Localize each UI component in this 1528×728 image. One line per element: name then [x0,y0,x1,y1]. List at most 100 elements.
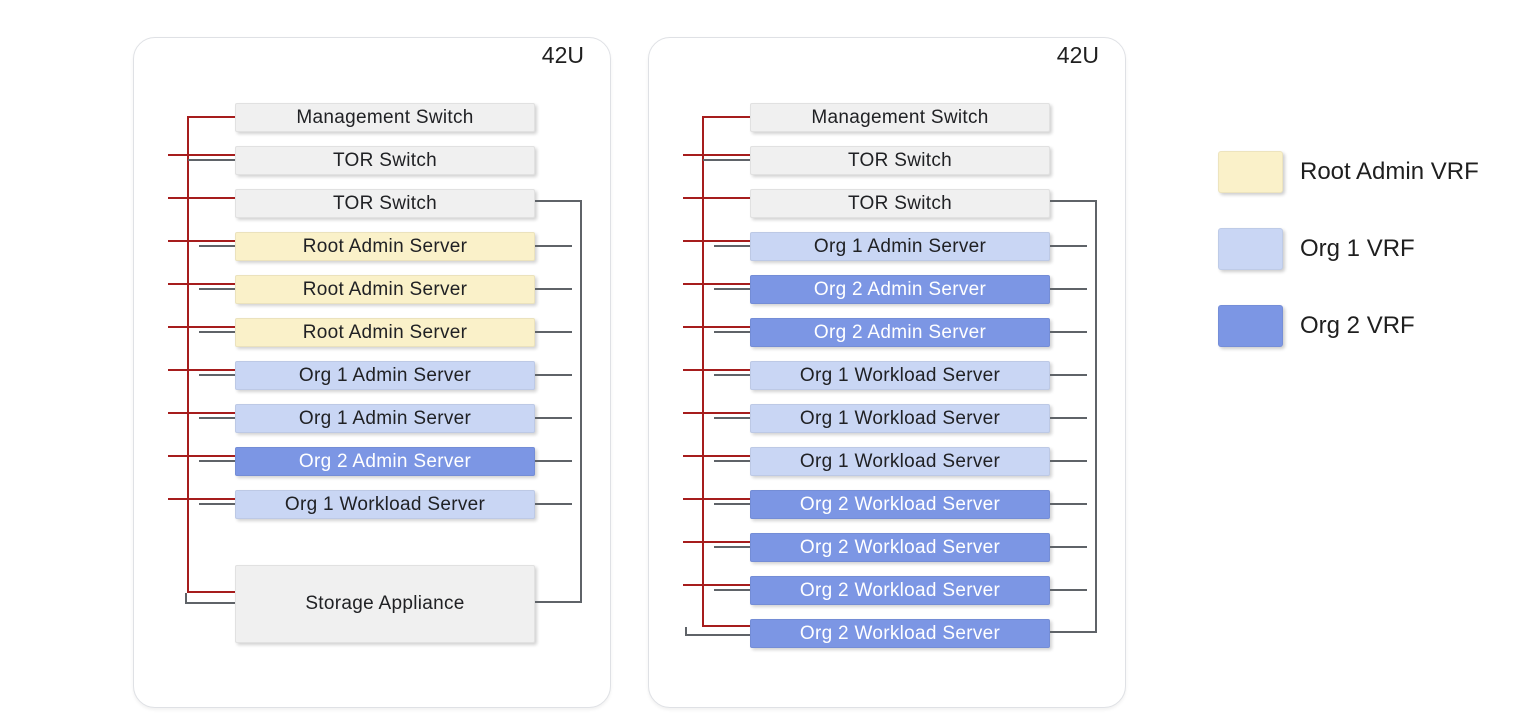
rack-unit: Org 2 Workload Server [750,533,1050,562]
rack-unit: Management Switch [235,103,535,132]
data-network-line [685,634,750,636]
legend-label: Org 2 VRF [1300,312,1415,339]
rack-unit: Org 2 Admin Server [750,275,1050,304]
mgmt-network-line [683,584,750,586]
rack-2-capacity-label: 42U [1056,42,1099,68]
rack-unit: Org 1 Workload Server [235,490,535,519]
mgmt-network-line [702,625,750,627]
rack-unit: Org 1 Admin Server [235,404,535,433]
mgmt-network-line [168,240,235,242]
data-network-line [535,503,572,505]
data-network-line [185,593,187,604]
rack-unit: Org 2 Workload Server [750,576,1050,605]
data-network-line [535,288,572,290]
data-network-line [1050,417,1087,419]
data-network-line [714,546,750,548]
data-network-line [535,374,572,376]
rack-unit: Org 1 Admin Server [750,232,1050,261]
rack-unit: Storage Appliance [235,565,535,643]
mgmt-network-line [168,197,235,199]
mgmt-network-line [168,455,235,457]
mgmt-network-line [683,498,750,500]
data-network-line [714,245,750,247]
data-network-line [185,602,235,604]
mgmt-network-line [683,541,750,543]
mgmt-network-line [683,197,750,199]
data-network-line [1050,460,1087,462]
mgmt-network-line [168,326,235,328]
mgmt-network-line [683,283,750,285]
mgmt-network-line [168,369,235,371]
data-network-line [1050,631,1095,633]
data-network-line [1050,589,1087,591]
mgmt-network-line [683,455,750,457]
rack-unit: Root Admin Server [235,232,535,261]
data-network-line [535,417,572,419]
mgmt-network-line [168,412,235,414]
data-network-line [1095,200,1097,633]
mgmt-network-line [683,369,750,371]
mgmt-network-line [683,240,750,242]
mgmt-network-line [683,154,750,156]
legend-swatch-org1-vrf [1218,228,1283,270]
data-network-line [714,417,750,419]
mgmt-network-line [187,116,189,593]
rack-unit: TOR Switch [750,189,1050,218]
data-network-line [714,503,750,505]
mgmt-network-line [187,116,235,118]
data-network-line [199,417,235,419]
rack-unit: TOR Switch [235,189,535,218]
mgmt-network-line [702,116,704,627]
rack-unit: Org 1 Workload Server [750,447,1050,476]
data-network-line [188,159,235,161]
legend-swatch-org2-vrf [1218,305,1283,347]
data-network-line [1050,331,1087,333]
data-network-line [714,288,750,290]
data-network-line [199,503,235,505]
data-network-line [199,245,235,247]
data-network-line [1050,200,1097,202]
data-network-line [1050,374,1087,376]
mgmt-network-line [168,283,235,285]
rack-unit: Root Admin Server [235,318,535,347]
data-network-line [714,374,750,376]
data-network-line [199,288,235,290]
data-network-line [714,331,750,333]
data-network-line [685,627,687,636]
rack-unit: Org 2 Admin Server [235,447,535,476]
data-network-line [1050,503,1087,505]
data-network-line [535,200,582,202]
rack-unit: TOR Switch [750,146,1050,175]
rack-1-capacity-label: 42U [541,42,584,68]
mgmt-network-line [702,116,750,118]
data-network-line [535,601,582,603]
data-network-line [199,331,235,333]
data-network-line [199,374,235,376]
rack-unit: Org 2 Workload Server [750,490,1050,519]
rack-unit: TOR Switch [235,146,535,175]
rack-unit: Org 2 Admin Server [750,318,1050,347]
mgmt-network-line [683,326,750,328]
mgmt-network-line [683,412,750,414]
rack-unit: Management Switch [750,103,1050,132]
data-network-line [1050,245,1087,247]
data-network-line [580,200,582,603]
data-network-line [714,589,750,591]
rack-unit: Org 1 Workload Server [750,361,1050,390]
mgmt-network-line [187,591,235,593]
mgmt-network-line [168,154,235,156]
rack-unit: Root Admin Server [235,275,535,304]
data-network-line [703,159,750,161]
data-network-line [714,460,750,462]
rack-unit: Org 1 Workload Server [750,404,1050,433]
legend-label: Org 1 VRF [1300,235,1415,262]
data-network-line [199,460,235,462]
legend-swatch-root-admin-vrf [1218,151,1283,193]
data-network-line [535,245,572,247]
legend-label: Root Admin VRF [1300,158,1479,185]
rack-unit: Org 1 Admin Server [235,361,535,390]
data-network-line [1050,288,1087,290]
data-network-line [535,331,572,333]
mgmt-network-line [168,498,235,500]
